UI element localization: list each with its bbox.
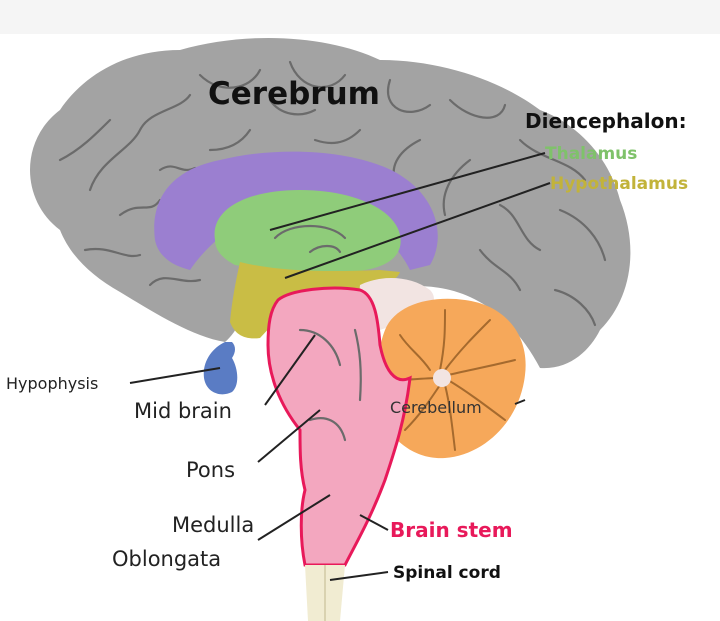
- hypothalamus-label: Hypothalamus: [550, 174, 688, 194]
- brain-stem-label: Brain stem: [390, 518, 513, 542]
- thalamus-label: Thalamus: [545, 144, 637, 164]
- mid-brain-leader: [264, 334, 316, 406]
- hypophysis-label: Hypophysis: [6, 374, 98, 393]
- cerebrum-label: Cerebrum: [208, 76, 380, 112]
- limbic-region: [154, 151, 438, 270]
- cerebellum-leader: [514, 399, 526, 405]
- brain-stem-leader: [359, 514, 389, 531]
- hypophysis-leader: [129, 367, 221, 384]
- cerebrum-gyri: [58, 60, 607, 327]
- spinal-cord-leader: [329, 571, 389, 581]
- cerebellum-label: Cerebellum: [390, 398, 482, 417]
- top-band: [0, 0, 720, 34]
- medulla-label-line2: Oblongata: [112, 547, 221, 571]
- pons-leader: [257, 409, 321, 463]
- diencephalon-label: Diencephalon:: [525, 109, 687, 133]
- medulla-label-line1: Medulla: [172, 513, 254, 537]
- spinal-cord-label: Spinal cord: [393, 563, 501, 583]
- pons-label: Pons: [186, 458, 235, 482]
- thalamus-leader: [269, 152, 546, 231]
- cerebellum-arbor-center: [433, 369, 451, 387]
- medulla-leader: [257, 494, 331, 541]
- thalamus-region: [214, 190, 401, 272]
- hypophysis-region: [203, 342, 238, 395]
- mid-brain-label: Mid brain: [134, 399, 232, 423]
- hypothalamus-leader: [284, 182, 551, 279]
